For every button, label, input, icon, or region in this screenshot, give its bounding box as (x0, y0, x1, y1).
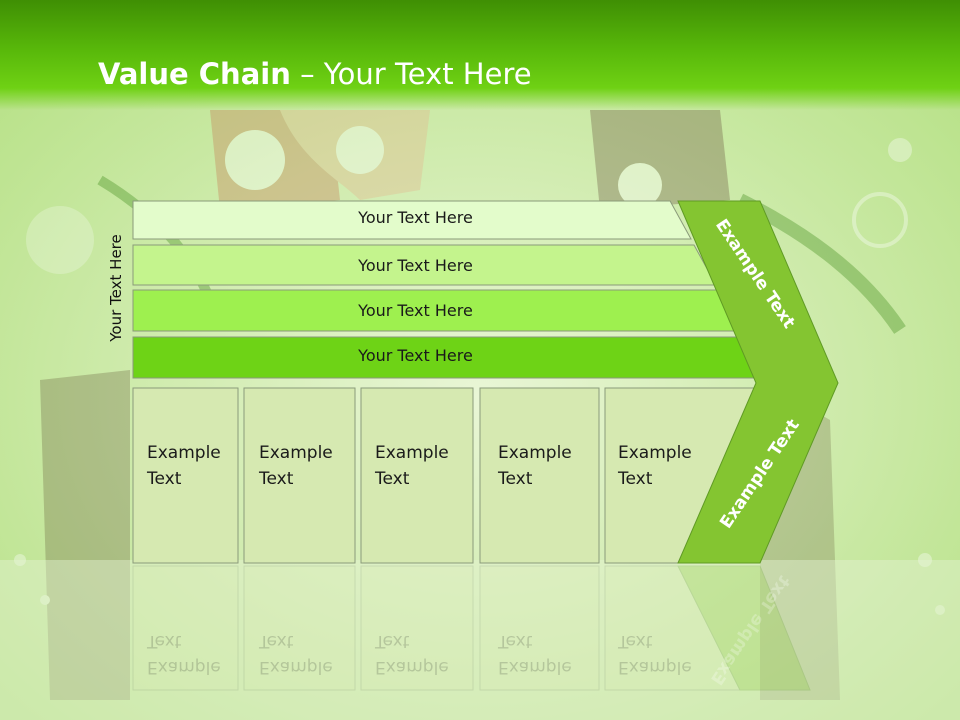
activity-box-reflection-5 (604, 565, 741, 691)
activity-box-reflection-2 (243, 565, 356, 691)
box-reflection-5: Example Text (618, 628, 692, 680)
box-reflection-2-line1: Example (259, 657, 333, 677)
box-text-5-line2: Text (618, 469, 653, 489)
activity-box-2 (243, 387, 356, 564)
box-text-5-line1: Example (618, 443, 692, 463)
bar-label-2: Your Text Here (358, 256, 473, 275)
chevron-arrow (677, 200, 839, 564)
box-reflection-2: Example Text (259, 628, 333, 680)
box-reflection-3-line1: Example (375, 657, 449, 677)
box-reflection-4: Example Text (498, 628, 572, 680)
activity-box-1 (132, 387, 239, 564)
box-reflection-5-line2: Text (618, 631, 653, 651)
activity-box-3 (360, 387, 474, 564)
box-reflection-1-line2: Text (147, 631, 182, 651)
side-label: Your Text Here (107, 234, 125, 342)
title-bold: Value Chain (98, 57, 291, 91)
box-reflection-2-line2: Text (259, 631, 294, 651)
box-reflection-4-line1: Example (498, 657, 572, 677)
box-reflection-3-line2: Text (375, 631, 410, 651)
bar-label-3: Your Text Here (358, 301, 473, 320)
box-reflection-3: Example Text (375, 628, 449, 680)
box-text-1-line2: Text (147, 469, 182, 489)
chevron-arrow-reflection (677, 565, 811, 691)
bar-label-4: Your Text Here (358, 346, 473, 365)
activity-box-reflection-3 (360, 565, 474, 691)
bar-label-1: Your Text Here (358, 208, 473, 227)
box-text-1-line1: Example (147, 443, 221, 463)
activity-box-reflection-1 (132, 565, 239, 691)
box-text-2-line2: Text (259, 469, 294, 489)
box-text-2-line1: Example (259, 443, 333, 463)
box-text-3-line1: Example (375, 443, 449, 463)
box-reflection-1: Example Text (147, 628, 221, 680)
slide-title: Value Chain – Your Text Here (98, 55, 532, 93)
box-text-3-line2: Text (375, 469, 410, 489)
box-reflection-4-line2: Text (498, 631, 533, 651)
box-text-4-line2: Text (498, 469, 533, 489)
activity-box-reflection-4 (479, 565, 600, 691)
box-reflection-5-line1: Example (618, 657, 692, 677)
box-text-4-line1: Example (498, 443, 572, 463)
title-bar (0, 0, 960, 110)
value-bar-1 (132, 200, 692, 240)
activity-box-4 (479, 387, 600, 564)
title-rest: – Your Text Here (290, 57, 532, 91)
box-reflection-1-line1: Example (147, 657, 221, 677)
